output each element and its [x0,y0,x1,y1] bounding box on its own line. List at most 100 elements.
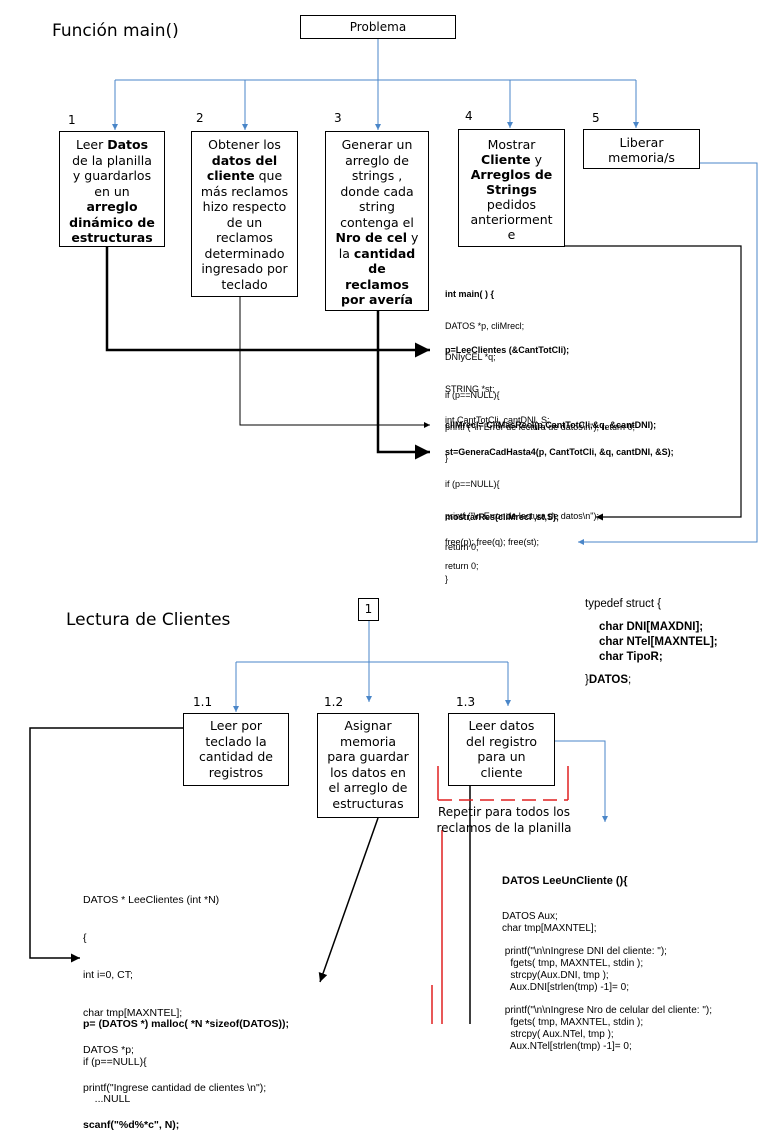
code-line: p= (DATOS *) malloc( *N *sizeof(DATOS)); [83,1018,290,1030]
box-text: cliente [206,168,255,183]
box-text: Liberar [619,135,664,150]
box-line: string [326,199,428,215]
code-line: printf ("\n Error de lectura de datos\n"… [445,510,599,521]
box-line: Leer datos [468,718,535,733]
box-text: y [530,152,542,167]
code-line: if (p==NULL){ [445,390,500,400]
box-text: dinámico de [69,214,155,230]
step-1-3-number: 1.3 [456,695,476,709]
code-line: printf("\n\nIngrese Nro de celular del c… [502,1005,712,1017]
code-line [502,935,712,947]
main-declarations: int main( ) { DATOS *p, cliMrecl; DNIyCE… [445,268,550,436]
box-line: Obtener los [192,137,297,153]
box-text: Strings [486,182,537,197]
code-line: int main( ) { [445,289,494,299]
box-text: la [338,245,354,261]
free-call: free(p); free(q); free(st); [445,537,540,547]
box-text: Cliente [481,152,531,167]
box-text: en un [94,183,130,199]
box-text: Mostrar [487,137,536,152]
code-text: ; [628,674,632,686]
return-statement: return 0; [445,561,479,571]
box-line: hizo respecto [192,199,297,215]
box-line: memoria/s [584,150,699,165]
cli-mas-recl-call: cliMrecl= CliMasRecl(p,CantTotCli,&q, &c… [445,420,657,430]
code-line: char tmp[MAXNTEL]; [83,1006,183,1019]
code-line: strcpy( Aux.NTel, tmp ); [502,1028,614,1040]
box-text: más reclamos [200,183,289,199]
box-line: de un [192,215,297,231]
box-text: Datos [107,137,149,152]
box-line: Mostrar [459,137,564,152]
box-line: y guardarlos [60,168,164,184]
box-line: Leer Datos [60,137,164,153]
code-line: return 0; [445,542,479,552]
box-line: la cantidad [326,246,428,262]
box-line: reclamos [192,230,297,246]
box-text: arreglo [86,199,138,214]
box-text: determinado [204,245,285,261]
code-line: DATOS Aux; [502,910,558,922]
box-text: string [359,199,395,214]
problem-box: Problema [300,15,456,39]
box-text: datos del [211,152,278,168]
box-line: registros [208,764,264,780]
box-text: e [507,227,516,242]
lee-un-cliente-body: DATOS Aux;char tmp[MAXNTEL]; printf("\n\… [502,911,712,1053]
typedef-line: typedef struct { [585,598,662,610]
box-line: anteriorment [459,212,564,227]
box-line: dinámico de [60,215,164,231]
box-line: el arreglo de [328,780,408,795]
box-text: memoria/s [608,150,675,165]
code-line: if (p==NULL){ [83,1055,147,1068]
mostrar-res-call: mostrarRes(cliMrecl ,st,S); [445,512,560,522]
box-line: Nro de cel y [326,230,428,246]
box-line: los datos en [330,764,406,780]
box-line: Cliente y [459,152,564,167]
step-5-number: 5 [592,111,600,125]
box-line: de [326,261,428,277]
box-line: para un [477,749,526,764]
code-line: Aux.DNI[strlen(tmp) -1]= 0; [502,981,629,993]
box-text: de un [226,214,263,230]
box-line: donde cada [326,184,428,200]
box-line: e [459,227,564,242]
box-text: anteriorment [470,212,553,227]
box-line: Arreglos de [459,167,564,182]
code-line: } [445,573,449,584]
box-text: Nro de cel [335,230,408,245]
box-text: strings , [351,168,403,183]
box-text: y [407,230,419,245]
step-1-2-number: 1.2 [324,695,344,709]
box-line: Liberar [584,135,699,150]
typedef-close: }DATOS; [585,673,718,688]
box-text: y guardarlos [72,168,152,183]
code-line: scanf("%d%*c", N); [83,1119,180,1131]
code-line: DNIyCEL *q; [445,352,496,362]
box-line: determinado [192,246,297,262]
box-line: datos del [192,153,297,169]
box-line: Strings [459,182,564,197]
box-text: arreglo de [345,152,409,168]
box-line: por avería [326,292,428,308]
box-text: de la planilla [72,152,152,168]
box-line: pedidos [459,197,564,212]
box-line: ingresado por [192,261,297,277]
box-line: reclamos [326,277,428,293]
code-line: { [83,931,87,944]
lectura-clientes-title: Lectura de Clientes [66,610,231,630]
box-text: Leer [75,137,108,152]
box-line: cantidad de [199,749,273,764]
code-text: DATOS [588,674,629,686]
box-text: estructuras [71,230,153,245]
code-line: if (p==NULL){ [445,479,500,489]
box-text: Generar un [341,137,413,152]
box-line: estructuras [332,795,404,811]
code-line: DATOS LeeUnCliente (){ [502,874,628,887]
box-line: estructuras [60,230,164,246]
